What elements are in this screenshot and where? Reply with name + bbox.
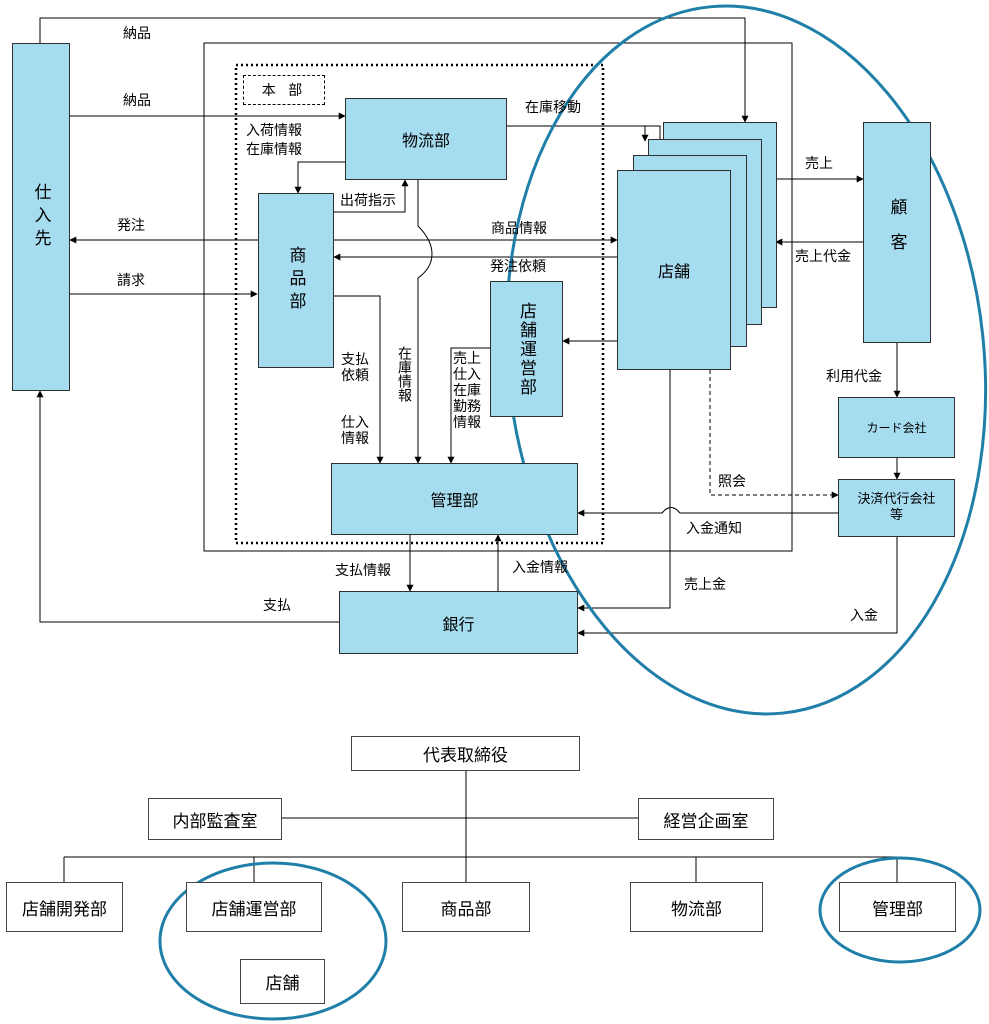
label-payment: 支払 xyxy=(263,598,291,614)
org-merchandise: 商品部 xyxy=(402,882,530,932)
org-management: 管理部 xyxy=(839,882,956,932)
label-sales: 売上 xyxy=(805,156,833,172)
label-billing: 請求 xyxy=(117,273,145,289)
label-delivery: 納品 xyxy=(123,93,151,109)
label-stock-info: 在庫情報 xyxy=(246,142,302,158)
label-arrival-info: 入荷情報 xyxy=(246,123,302,139)
headquarters-frame xyxy=(234,63,605,545)
label-payment-request: 支払依頼 xyxy=(341,352,369,384)
label-product-info: 商品情報 xyxy=(491,221,547,237)
store-box: 店舗 xyxy=(617,170,731,370)
org-store: 店舗 xyxy=(240,959,325,1004)
label-inquiry: 照会 xyxy=(718,474,746,490)
card-company-box: カード会社 xyxy=(838,397,955,458)
label-sales-money: 売上金 xyxy=(684,577,726,593)
highlight-ellipse-store-ops xyxy=(158,861,388,1021)
label-sales-payment: 売上代金 xyxy=(795,249,851,265)
highlight-ellipse-management xyxy=(818,856,982,964)
customer-box: 顧客 xyxy=(863,122,931,343)
store-ops-box: 店舗運営部 xyxy=(490,281,563,417)
label-inventory-info: 在庫情報 xyxy=(396,346,412,402)
label-sales-work-info: 売上仕入在庫勤務情報 xyxy=(453,351,481,431)
label-order: 発注 xyxy=(117,218,145,234)
org-ceo: 代表取締役 xyxy=(351,736,580,771)
label-stock-transfer: 在庫移動 xyxy=(525,100,581,116)
merchandise-box: 商品部 xyxy=(258,193,334,368)
label-payment-info: 支払情報 xyxy=(335,563,391,579)
org-store-operations: 店舗運営部 xyxy=(186,882,322,932)
label-deposit-info: 入金情報 xyxy=(512,560,568,576)
label-shipping-instruction: 出荷指示 xyxy=(340,193,396,209)
payment-agent-box: 決済代行会社等 xyxy=(838,479,955,537)
label-order-request: 発注依頼 xyxy=(490,259,546,275)
label-usage-fee: 利用代金 xyxy=(826,369,882,385)
label-deposit-notice: 入金通知 xyxy=(686,521,742,537)
management-box: 管理部 xyxy=(331,463,578,535)
org-corporate-planning: 経営企画室 xyxy=(638,798,774,840)
supplier-box: 仕入先 xyxy=(12,43,70,391)
label-deposit: 入金 xyxy=(850,608,878,624)
org-store-development: 店舗開発部 xyxy=(6,882,123,932)
headquarters-label: 本 部 xyxy=(243,75,325,105)
org-internal-audit: 内部監査室 xyxy=(148,798,282,840)
org-logistics: 物流部 xyxy=(630,882,763,932)
bank-box: 銀行 xyxy=(339,591,578,654)
logistics-box: 物流部 xyxy=(345,98,507,180)
label-delivery-top: 納品 xyxy=(123,26,151,42)
label-purchase-info: 仕入情報 xyxy=(341,415,369,447)
